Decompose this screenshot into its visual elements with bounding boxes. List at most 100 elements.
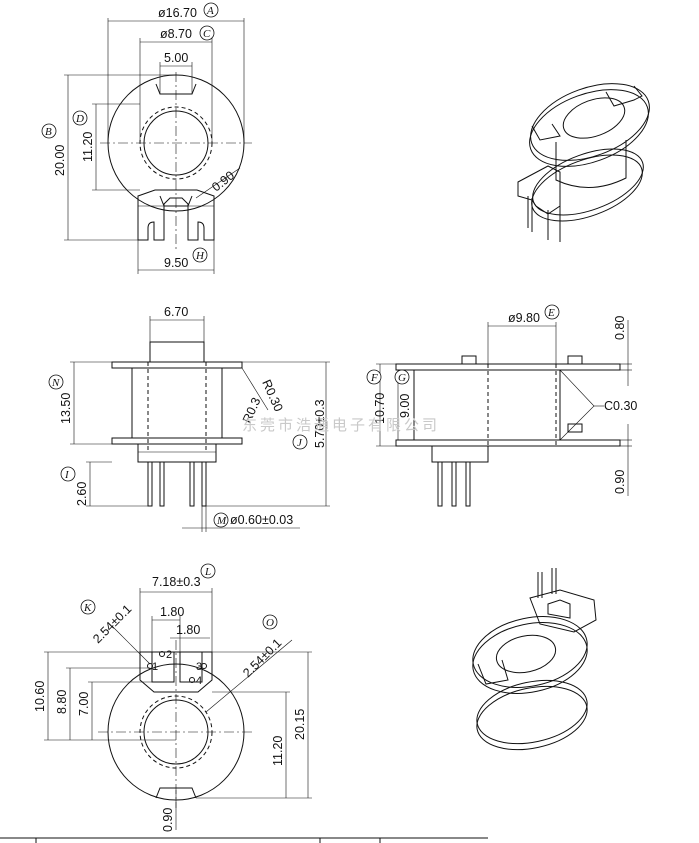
side-bottom-tab (567, 423, 583, 433)
top-balloon-D (72, 110, 88, 126)
side-top-tab-r (567, 355, 583, 365)
top-dim-D: 11.20 (81, 132, 95, 162)
top-radius-leader (195, 167, 241, 199)
side-top-flange (395, 363, 621, 371)
top-dim-H: 9.50 (164, 256, 188, 270)
front-balloon-I (60, 466, 76, 482)
top-balloon-H-label: H (195, 250, 205, 262)
bottom-dim-1120: 11.20 (271, 736, 285, 766)
iso2-bottom-flange-edge (476, 685, 588, 751)
bottom-pin-4: 4 (196, 675, 202, 687)
top-balloon-B (41, 123, 57, 139)
bottom-dim-180a: 1.80 (160, 605, 184, 619)
iso2-header (529, 589, 597, 633)
bottom-dim-K: 2.54±0.1 (90, 602, 134, 646)
side-pin-2 (451, 461, 457, 507)
top-balloon-A (203, 2, 219, 18)
bottom-pin-1: 1 (152, 661, 158, 673)
bottom-dim-180b: 1.80 (176, 623, 200, 637)
iso2-header-slot (547, 599, 571, 619)
front-balloon-M (213, 512, 229, 528)
top-dim-radius: 0.90 (209, 168, 237, 194)
front-balloon-N-label: N (51, 377, 60, 389)
top-balloon-A-label: A (206, 5, 214, 17)
side-dim-bottom: 0.90 (613, 470, 627, 494)
bottom-balloon-K (80, 599, 96, 615)
bottom-dim-O: 2.54±0.1 (240, 636, 284, 680)
side-view: C0.30 ø9.80 E 0.80 10.70 F 9.00 G 0.90 (366, 304, 637, 507)
front-dim-J: 5.70±0.3 (313, 399, 327, 448)
front-balloon-N (48, 374, 64, 390)
front-balloon-I-label: I (64, 469, 70, 481)
side-dim-chamfer: C0.30 (604, 399, 637, 413)
bottom-dim-L: 7.18±0.3 (152, 575, 201, 589)
front-dim-M: ø0.60±0.03 (230, 513, 293, 527)
bottom-dim-2015: 20.15 (293, 709, 307, 740)
iso2-slot-front (477, 659, 509, 685)
front-pin-2 (159, 461, 165, 507)
iso1-top-flange (530, 83, 650, 161)
front-balloon-J (292, 434, 308, 450)
front-dim-I: 2.60 (75, 482, 89, 506)
top-balloon-D-label: D (75, 113, 84, 125)
side-bottom-flange (395, 439, 621, 447)
iso1-core (555, 140, 627, 189)
top-dim-A: ø16.70 (158, 6, 197, 20)
bottom-balloon-K-label: K (83, 602, 92, 614)
side-base (431, 445, 489, 463)
bottom-dimK-leader (111, 625, 151, 665)
iso2-top-flange (472, 616, 588, 688)
iso2-top-flange-edge (472, 622, 588, 694)
front-top-boss (149, 341, 205, 363)
side-pin-1 (437, 461, 443, 507)
side-top-tab-l (461, 355, 477, 365)
company-watermark: 东莞市浩通电子有限公司 (242, 416, 440, 434)
iso1-top-flange-edge (529, 89, 649, 167)
side-dim-top: 0.80 (613, 316, 627, 340)
top-dim-C: ø8.70 (160, 27, 192, 41)
side-balloon-E-label: E (547, 307, 555, 319)
side-dim-E: ø9.80 (508, 311, 540, 325)
bottom-pin-hole-4 (189, 677, 195, 683)
front-pin-4 (201, 461, 207, 507)
side-chamfer-leader (559, 369, 595, 441)
iso1-slot-left (531, 123, 561, 141)
front-dim-r2: R0.30 (259, 378, 285, 414)
front-dim-top: 6.70 (164, 305, 188, 319)
bottom-balloon-L (200, 563, 216, 579)
front-top-flange (111, 361, 243, 369)
bottom-dim-880: 8.80 (55, 690, 69, 714)
front-balloon-M-label: M (216, 515, 227, 527)
top-dim-B: 20.00 (53, 145, 67, 176)
front-bottom-flange (111, 437, 243, 445)
bottom-view: 1 2 3 4 7.18±0.3 L 1.80 1.80 2.54±0.1 K … (33, 563, 312, 832)
iso2-bore (495, 634, 557, 674)
top-mount-base (137, 189, 215, 241)
bottom-dim-1060: 10.60 (33, 681, 47, 712)
top-dim-slot: 5.00 (164, 51, 188, 65)
top-balloon-H (192, 247, 208, 263)
isometric-view-bottom (472, 568, 597, 751)
side-balloon-E (544, 304, 560, 320)
bottom-pin-hole-1 (147, 663, 153, 669)
iso1-slot-top (605, 85, 643, 107)
bottom-pin-2: 2 (166, 649, 172, 661)
front-radius-leader (241, 367, 269, 411)
top-balloon-B-label: B (45, 126, 52, 138)
side-dim-F: 10.70 (373, 393, 387, 424)
side-balloon-G (394, 369, 410, 385)
bottom-dim-090: 0.90 (161, 808, 175, 832)
side-pin-3 (465, 461, 471, 507)
front-pin-1 (147, 461, 153, 507)
side-balloon-G-label: G (398, 372, 406, 384)
top-view: ø16.70 A ø8.70 C 5.00 20.00 B 11.20 D 0.… (41, 2, 252, 274)
bottom-pin-hole-2 (159, 651, 165, 657)
bottom-dim-700: 7.00 (77, 692, 91, 716)
front-dim-N: 13.50 (59, 393, 73, 424)
front-base (137, 443, 217, 463)
bottom-balloon-L-label: L (204, 566, 211, 578)
front-pin-3 (189, 461, 195, 507)
side-balloon-F (366, 369, 382, 385)
side-balloon-F-label: F (370, 372, 378, 384)
